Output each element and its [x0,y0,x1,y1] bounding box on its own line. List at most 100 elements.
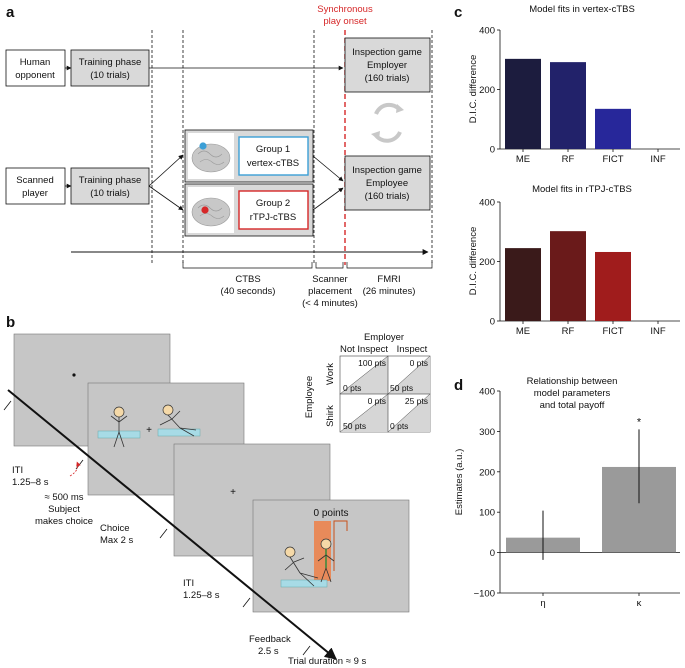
payoff-value: 0 pts [368,396,386,406]
phase-fmri-label: FMRI [377,274,400,285]
panel-b: b + + 0 points [3,314,431,667]
inspection-employer-label: Inspection game [352,47,422,58]
phase-scanner-label: Scanner [312,274,347,285]
x-tick-label: FICT [602,154,623,165]
feedback-label: Feedback [249,634,291,645]
y-tick-label: 200 [479,257,495,268]
phase-ctbs-label: CTBS [235,274,260,285]
y-tick-label: 200 [479,467,495,478]
matrix-diagonal [387,355,431,395]
x-tick-label: INF [650,154,666,165]
training-box-bottom [70,167,150,205]
fixation-dot [72,373,76,377]
human-opponent-label: Human [20,57,51,68]
brain-icon [197,150,225,165]
cycle-icon [371,102,404,143]
matrix-employee-label: Employee [304,376,315,418]
y-tick-label: 100 [479,508,495,519]
x-tick-label: INF [650,326,666,337]
response-time-label: makes choice [35,516,93,527]
training-box-top [70,49,150,87]
door-frame [333,520,348,571]
response-time-label: Subject [48,504,80,515]
y-tick-label: 0 [490,548,495,559]
x-tick-label: η [540,598,545,609]
phase-bracket [182,262,313,269]
training-label: (10 trials) [90,70,130,81]
bar [505,248,541,321]
bar [550,62,586,149]
phase-scanner-label: placement [308,286,352,297]
group2-box [238,190,309,230]
y-axis-label: D.I.C. difference [468,227,479,295]
matrix-diagonal [339,393,389,433]
training-label: Training phase [79,57,142,68]
y-axis-label: D.I.C. difference [468,55,479,123]
brain-icon [191,197,231,227]
trial-time-arrow [7,389,337,660]
group1-label: Group 1 [256,144,290,155]
stick-figure-employer [317,538,335,583]
bar [505,58,541,149]
brain-icon [191,143,231,173]
y-tick-label: 400 [479,387,495,398]
inspection-employee-label: Employee [366,178,408,189]
arrow [312,155,344,182]
arrow [312,187,344,211]
iti1-label: ITI [12,465,23,476]
inspection-employee-label: Inspection game [352,165,422,176]
human-opponent-box [5,49,66,87]
x-tick-label: ME [516,154,530,165]
matrix-not-inspect-label: Not Inspect [340,344,388,355]
group2-label: Group 2 [256,198,290,209]
scanned-player-box [5,167,66,205]
group2-label: rTPJ-cTBS [250,212,296,223]
x-tick-label: κ [637,598,642,609]
arrow [148,185,184,211]
x-tick-label: RF [562,326,575,337]
group1-label: vertex-cTBS [247,158,299,169]
group1-box [238,136,309,176]
payoff-value: 0 pts [390,421,408,431]
tick [242,597,251,608]
choice-pointer [69,461,81,477]
chart-title: Relationship between [527,376,618,387]
bar [595,251,631,321]
choice-label: Choice [100,523,130,534]
fixation-cross: + [230,487,236,498]
payoff-matrix: Employer Not Inspect Inspect Employee Wo… [304,332,431,433]
phase-bracket [346,262,433,269]
iti2-label: 1.25–8 s [183,590,220,601]
payoff-value: 100 pts [358,358,386,368]
phase-fmri-label: (26 minutes) [363,286,416,297]
inspection-employer-label: (160 trials) [365,73,410,84]
training-label: (10 trials) [90,188,130,199]
panel-b-letter: b [6,314,15,331]
significance-marker: * [637,416,642,428]
panel-c: c Model fits in vertex-cTBS Model fits i… [454,4,680,337]
training-label: Training phase [79,175,142,186]
payoff-value: 0 pts [410,358,428,368]
feedback-points: 0 points [313,508,348,519]
y-tick-label: 0 [490,145,495,156]
phase-bracket [315,262,344,269]
chart-title: Model fits in vertex-cTBS [529,4,635,15]
human-opponent-label: opponent [15,70,55,81]
payoff-value: 50 pts [343,421,366,431]
panel-a-letter: a [6,4,15,21]
trial-duration-label: Trial duration ≈ 9 s [288,656,367,667]
payoff-value: 25 pts [405,396,428,406]
stick-figure-right [157,404,201,437]
inspector-door [314,521,331,581]
panel-c-letter: c [454,4,462,21]
y-tick-label: 200 [479,85,495,96]
y-axis-label: Estimates (a.u.) [454,449,465,516]
matrix-inspect-label: Inspect [397,344,428,355]
inspection-employee-label: (160 trials) [365,191,410,202]
chart-title: Model fits in rTPJ-cTBS [532,184,632,195]
chart-title: and total payoff [540,400,605,411]
